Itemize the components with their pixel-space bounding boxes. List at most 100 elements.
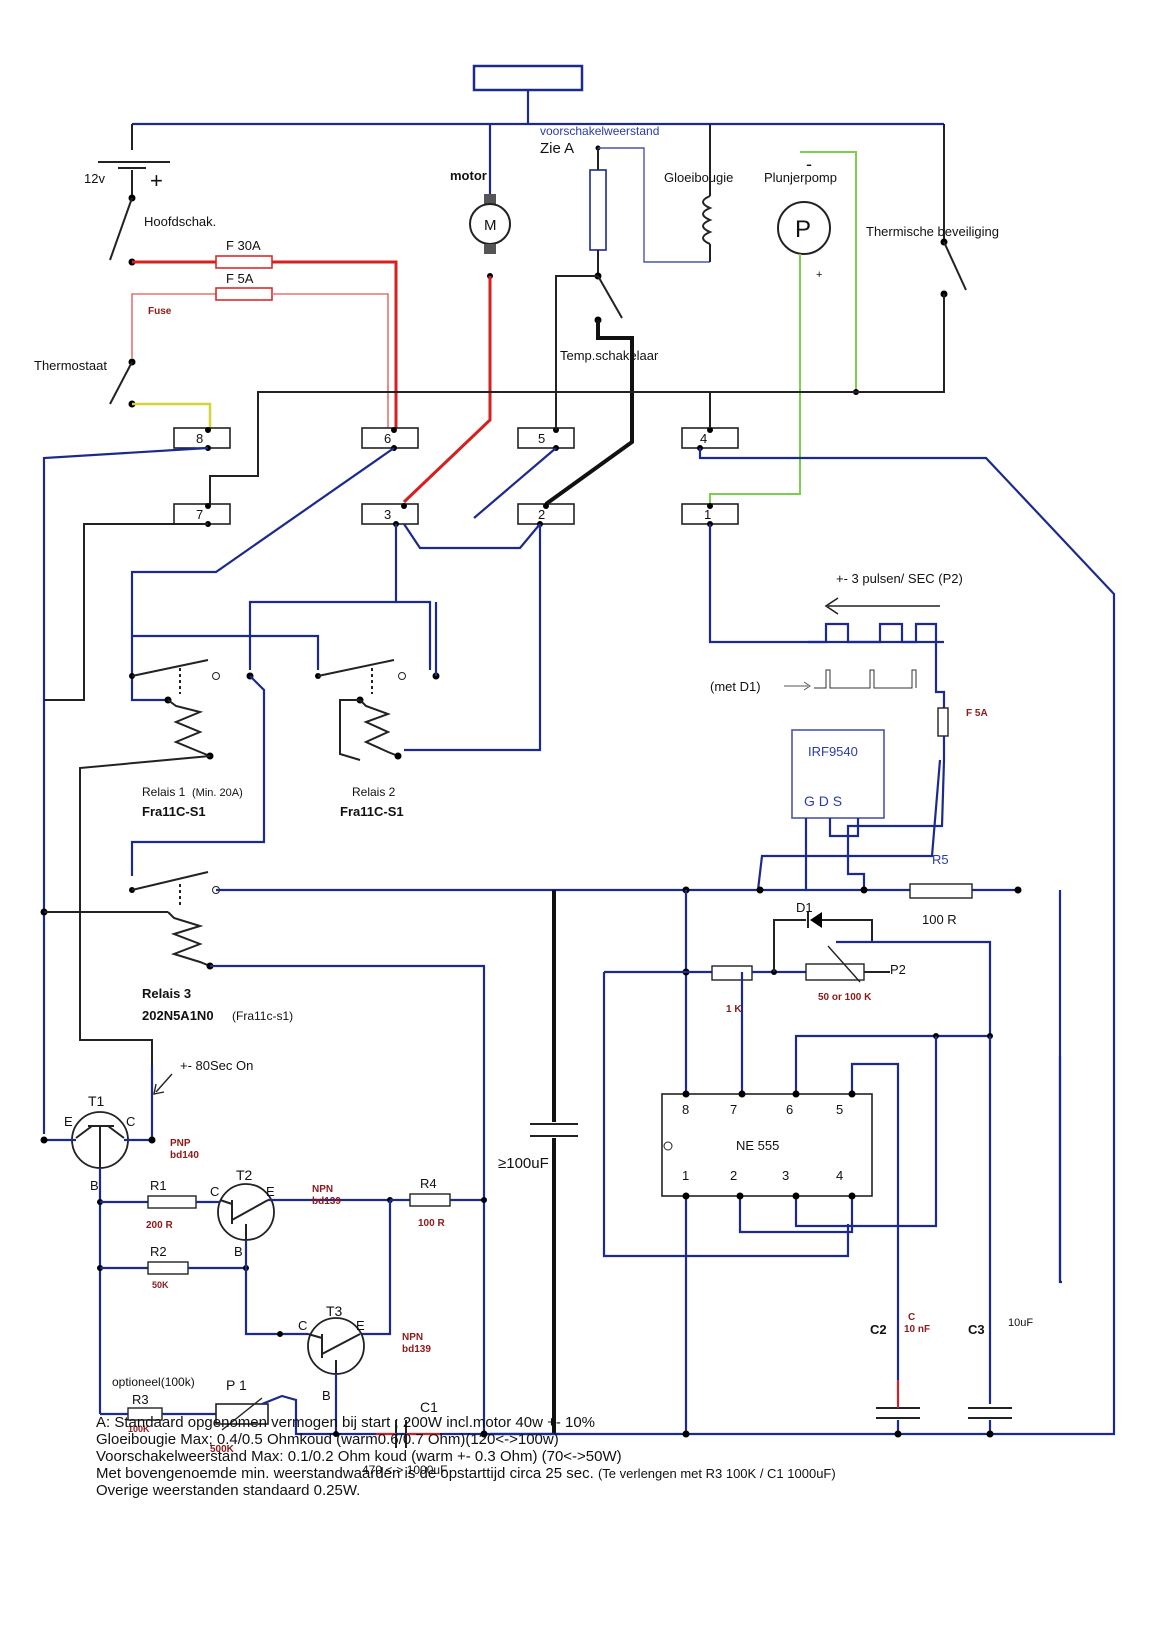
transistor-t2: T2 C E B NPN bd139 (210, 1167, 390, 1268)
terminal-1: 1 (681, 503, 739, 527)
temp-switch: Temp.schakelaar (544, 275, 659, 506)
svg-text:6: 6 (384, 431, 391, 446)
r1-label: R1 (150, 1178, 167, 1193)
pump-symbol: P (795, 216, 811, 243)
t2-pin-e: E (266, 1184, 275, 1199)
ic-pin-4: 4 (836, 1168, 843, 1183)
t1-pin-e: E (64, 1114, 73, 1129)
r4-label: R4 (420, 1176, 437, 1191)
r5-label: R5 (932, 852, 949, 867)
timer-note: +- 80Sec On (180, 1058, 253, 1073)
ballast-resistor: voorschakelweerstand Zie A (540, 124, 710, 280)
resistor-r2: R2 50K (97, 1244, 249, 1290)
ic-pin-3: 3 (782, 1168, 789, 1183)
r-1k-label: 1 K (726, 1004, 742, 1015)
pump-fuse-label: F 5A (966, 708, 988, 719)
ballast-ref: Zie A (540, 140, 574, 157)
ic-pin-1: 1 (682, 1168, 689, 1183)
note-line-4-extra: (Te verlengen met R3 100K / C1 1000uF) (597, 1466, 836, 1481)
temp-switch-label: Temp.schakelaar (560, 348, 659, 363)
terminal-7: 7 (173, 503, 231, 527)
svg-text:2: 2 (538, 507, 545, 522)
relay1-note: (Min. 20A) (192, 787, 243, 799)
p1-label: P 1 (226, 1377, 247, 1393)
t2-label: T2 (236, 1167, 253, 1183)
mosfet-label: IRF9540 (808, 744, 858, 759)
t1-label: T1 (88, 1093, 105, 1109)
r1-value: 200 R (146, 1220, 173, 1231)
svg-text:1: 1 (704, 507, 711, 522)
c2-tag: C (908, 1312, 915, 1323)
notes-block: A: Standaard opgenomen vermogen bij star… (96, 1414, 836, 1499)
terminal-6: 6 (361, 427, 419, 451)
motor-symbol: M (484, 217, 497, 234)
svg-text:3: 3 (384, 507, 391, 522)
r2-label: R2 (150, 1244, 167, 1259)
note-line-4: Met bovengenoemde min. weerstandwaarden … (96, 1465, 836, 1482)
ic-pin-8: 8 (682, 1102, 689, 1117)
thermal-protection: Thermische beveiliging (209, 124, 999, 504)
relay3-type: 202N5A1N0 (142, 1008, 214, 1023)
pulse-rate-label: +- 3 pulsen/ SEC (P2) (836, 571, 963, 586)
terminal-strip: 8 6 5 4 7 3 2 1 (173, 392, 1116, 1436)
timer-network: 1 K D1 P2 50 or 100 K (602, 890, 1062, 1434)
t3-type: NPN (402, 1332, 423, 1343)
r3-value: 100K (128, 1424, 150, 1434)
t3-label: T3 (326, 1303, 343, 1319)
terminal-2: 2 (517, 503, 575, 527)
t3-pin-b: B (322, 1388, 331, 1403)
relay2-type: Fra11C-S1 (340, 804, 404, 819)
mosfet-irf9540: IRF9540 G D S (756, 729, 942, 891)
pulse-indicator: +- 3 pulsen/ SEC (P2) (met D1) F 5A (710, 571, 988, 890)
with-d1-label: (met D1) (710, 679, 761, 694)
note-line-4-main: Met bovengenoemde min. weerstandwaarden … (96, 1465, 594, 1482)
relay-2: Relais 2 Fra11C-S1 (315, 602, 440, 819)
main-switch-label: Hoofdschak. (144, 214, 216, 229)
glow-plug-label: Gloeibougie (664, 170, 733, 185)
svg-text:7: 7 (196, 507, 203, 522)
c1-label: C1 (420, 1399, 438, 1415)
pump-plus: + (816, 269, 822, 281)
note-line-2: Gloeibougie Max; 0.4/0.5 Ohmkoud (warm0.… (96, 1431, 559, 1448)
fuse-tag: Fuse (148, 306, 172, 317)
terminal-4: 4 (681, 427, 739, 451)
t3-pin-c: C (298, 1318, 307, 1333)
t2-part: bd139 (312, 1196, 341, 1207)
relay3-note: (Fra11c-s1) (232, 1009, 293, 1023)
fuse-30a: F 30A (128, 238, 398, 428)
fuse-5a-label: F 5A (226, 271, 254, 286)
resistor-r5: R5 100 R (682, 852, 1022, 927)
transistor-t3: T3 C E B NPN bd139 (244, 1268, 431, 1437)
battery-plus: + (150, 168, 163, 193)
thermal-protect-label: Thermische beveiliging (866, 224, 999, 239)
c2-label: C2 (870, 1322, 887, 1337)
transistor-t1: +- 80Sec On T1 E C B PNP bd140 (40, 1058, 253, 1196)
optional-label: optioneel(100k) (112, 1375, 195, 1389)
relay-1: Relais 1 (Min. 20A) Fra11C-S1 (79, 659, 266, 1066)
note-line-5: Overige weerstanden standaard 0.25W. (96, 1482, 361, 1499)
resistor-r3: optioneel(100k) R3 100K (100, 1375, 216, 1434)
p2-value: 50 or 100 K (818, 992, 872, 1003)
motor-label: motor (450, 168, 487, 183)
fuse-30a-label: F 30A (226, 238, 261, 253)
ic-pin-5: 5 (836, 1102, 843, 1117)
fuse-5a: F 5A Fuse (131, 271, 389, 428)
p1-value: 500K (210, 1444, 235, 1455)
p2-label: P2 (890, 962, 906, 977)
mosfet-pins: G D S (804, 793, 842, 809)
thermostat-switch: Thermostaat (34, 358, 212, 428)
t2-pin-c: C (210, 1184, 219, 1199)
c3-label: C3 (968, 1322, 985, 1337)
t2-pin-b: B (234, 1244, 243, 1259)
terminal-5: 5 (517, 427, 575, 451)
top-busbar (132, 64, 944, 126)
resistor-r1: R1 200 R (97, 1178, 214, 1414)
note-line-3: Voorschakelweerstand Max: 0.1/0.2 Ohm ko… (96, 1448, 622, 1465)
battery-label: 12v (84, 171, 105, 186)
note-line-1: A: Standaard opgenomen vermogen bij star… (96, 1414, 596, 1431)
motor: M motor (402, 124, 511, 504)
resistor-r4: R4 100 R (360, 1176, 487, 1336)
glow-plug: Gloeibougie (664, 124, 733, 262)
r3-label: R3 (132, 1392, 149, 1407)
svg-text:8: 8 (196, 431, 203, 446)
